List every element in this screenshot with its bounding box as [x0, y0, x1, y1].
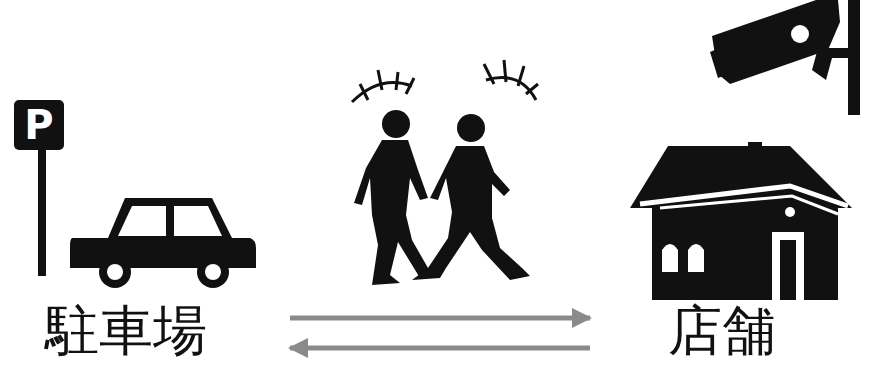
walking-people: [354, 110, 530, 285]
parking-letter: P: [14, 100, 64, 150]
parking-sign: [14, 100, 64, 150]
car-icon: [70, 198, 256, 288]
flow-arrow: [290, 346, 590, 351]
flow-arrow: [290, 316, 590, 321]
place-node: 駐車場: [45, 290, 290, 372]
sign-pole: [38, 148, 46, 276]
place-label: 店舗: [668, 301, 776, 360]
place-label: 駐車場: [45, 301, 207, 360]
place-node: 店舗: [590, 290, 820, 372]
excitement-marks: [352, 60, 538, 102]
camera-icon: [710, 0, 860, 115]
shop-icon: [630, 142, 852, 300]
